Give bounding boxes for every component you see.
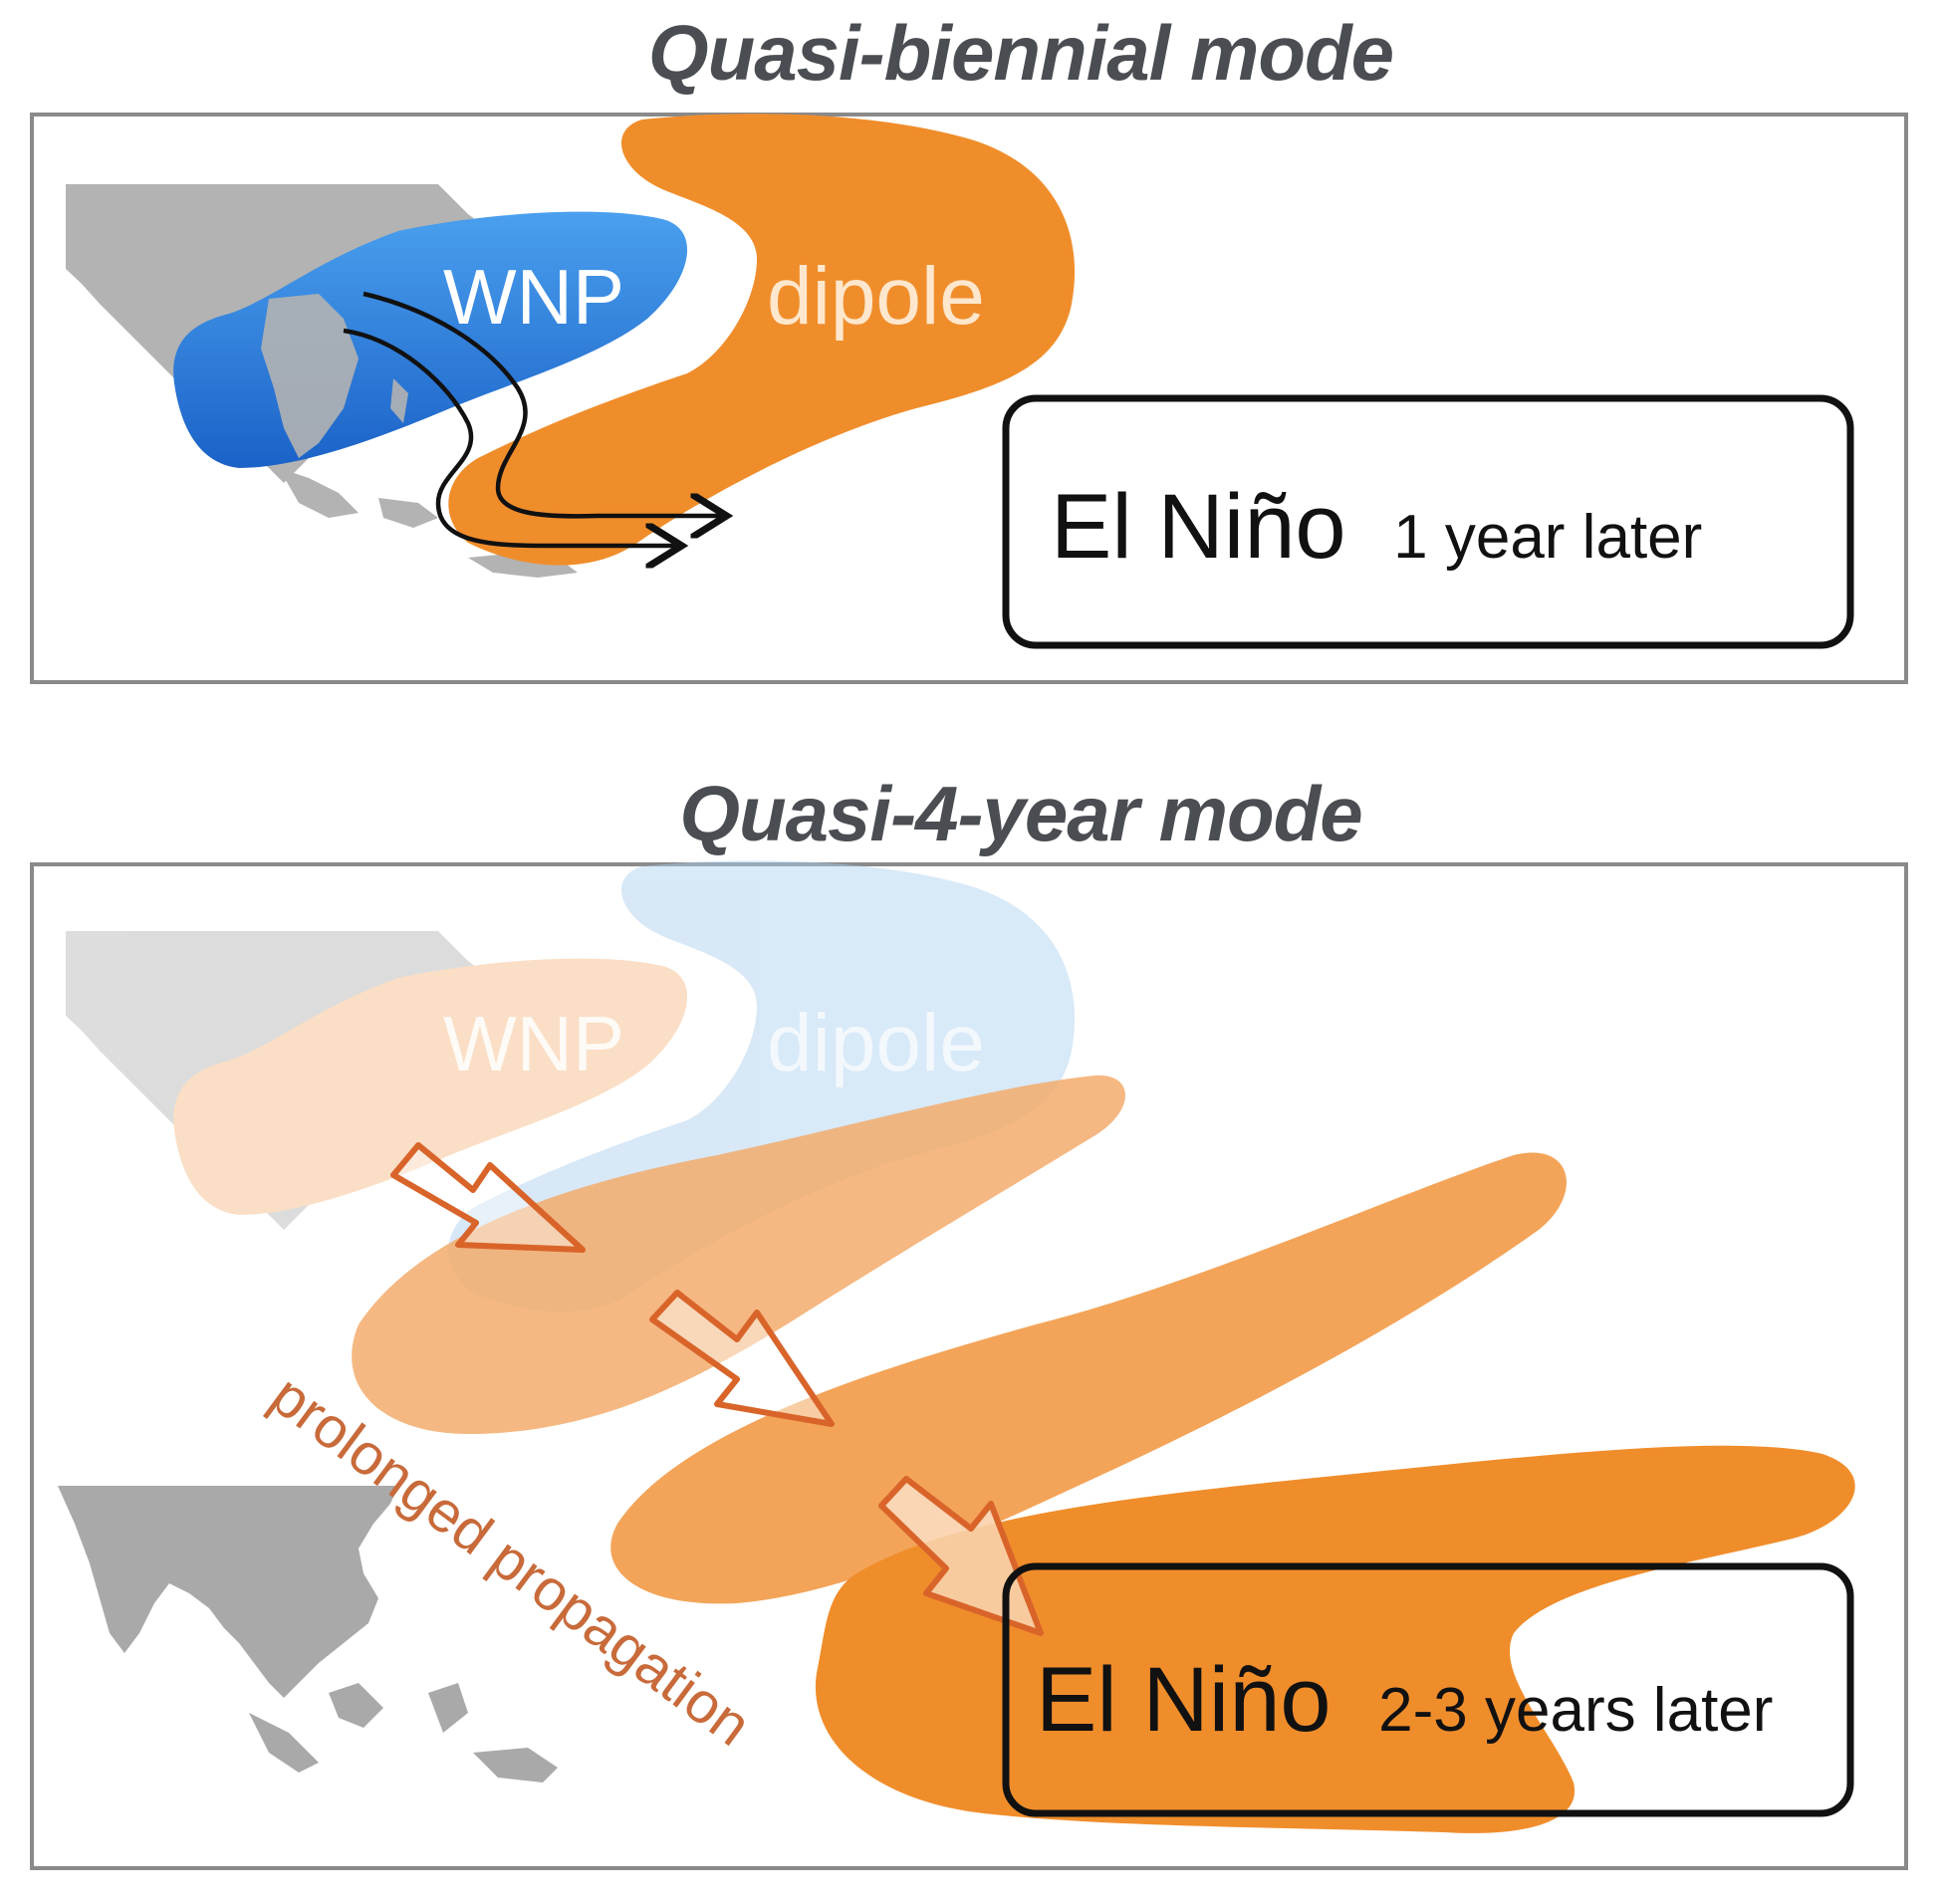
propagation-arrow-2	[649, 1290, 835, 1427]
bottom-panel-frame	[30, 862, 1908, 1870]
bottom-panel: WNP dipole prolonged propagation El Niño…	[30, 860, 1908, 1870]
el-nino-sub-text: 1 year later	[1393, 503, 1702, 572]
dipole-label: dipole	[767, 251, 985, 342]
el-nino-main-text-bottom: El Niño	[1036, 1649, 1332, 1751]
asia-landmass-lower	[58, 1486, 398, 1698]
panel-title-quasi-biennial: Quasi-biennial mode	[647, 9, 1394, 97]
el-nino-sub-text-bottom: 2-3 years later	[1378, 1676, 1773, 1745]
flow-arrow-upper	[363, 291, 722, 516]
wnp-label: WNP	[443, 253, 624, 341]
propagation-arrow-3	[878, 1476, 1044, 1636]
el-nino-box-top	[1002, 394, 1854, 649]
propagation-arrow-1	[390, 1142, 586, 1253]
orange-dipole-lobe	[448, 114, 1076, 566]
el-nino-box-bottom	[1002, 1562, 1854, 1817]
orange-lobe-stage3	[610, 1152, 1567, 1604]
el-nino-label-bottom: El Niño 2-3 years later	[1036, 1649, 1773, 1751]
el-nino-label-top: El Niño 1 year later	[1051, 476, 1702, 578]
dipole-label-faded: dipole	[767, 998, 985, 1088]
maritime-islands	[279, 468, 578, 578]
maritime-islands-lower	[249, 1683, 558, 1783]
el-nino-main-text: El Niño	[1051, 476, 1346, 578]
philippines-overlay	[390, 378, 408, 423]
indochina-overlay	[261, 294, 359, 458]
panel-title-quasi-4-year: Quasi-4-year mode	[679, 770, 1362, 857]
orange-lobe-stage2	[352, 1074, 1125, 1434]
flow-arrow-lower	[343, 328, 677, 546]
wnp-label-faded: WNP	[443, 1000, 624, 1087]
top-panel-frame	[30, 113, 1908, 684]
orange-lobe-stage4	[815, 1445, 1855, 1833]
top-panel: WNP dipole El Niño 1 year later	[30, 113, 1908, 684]
